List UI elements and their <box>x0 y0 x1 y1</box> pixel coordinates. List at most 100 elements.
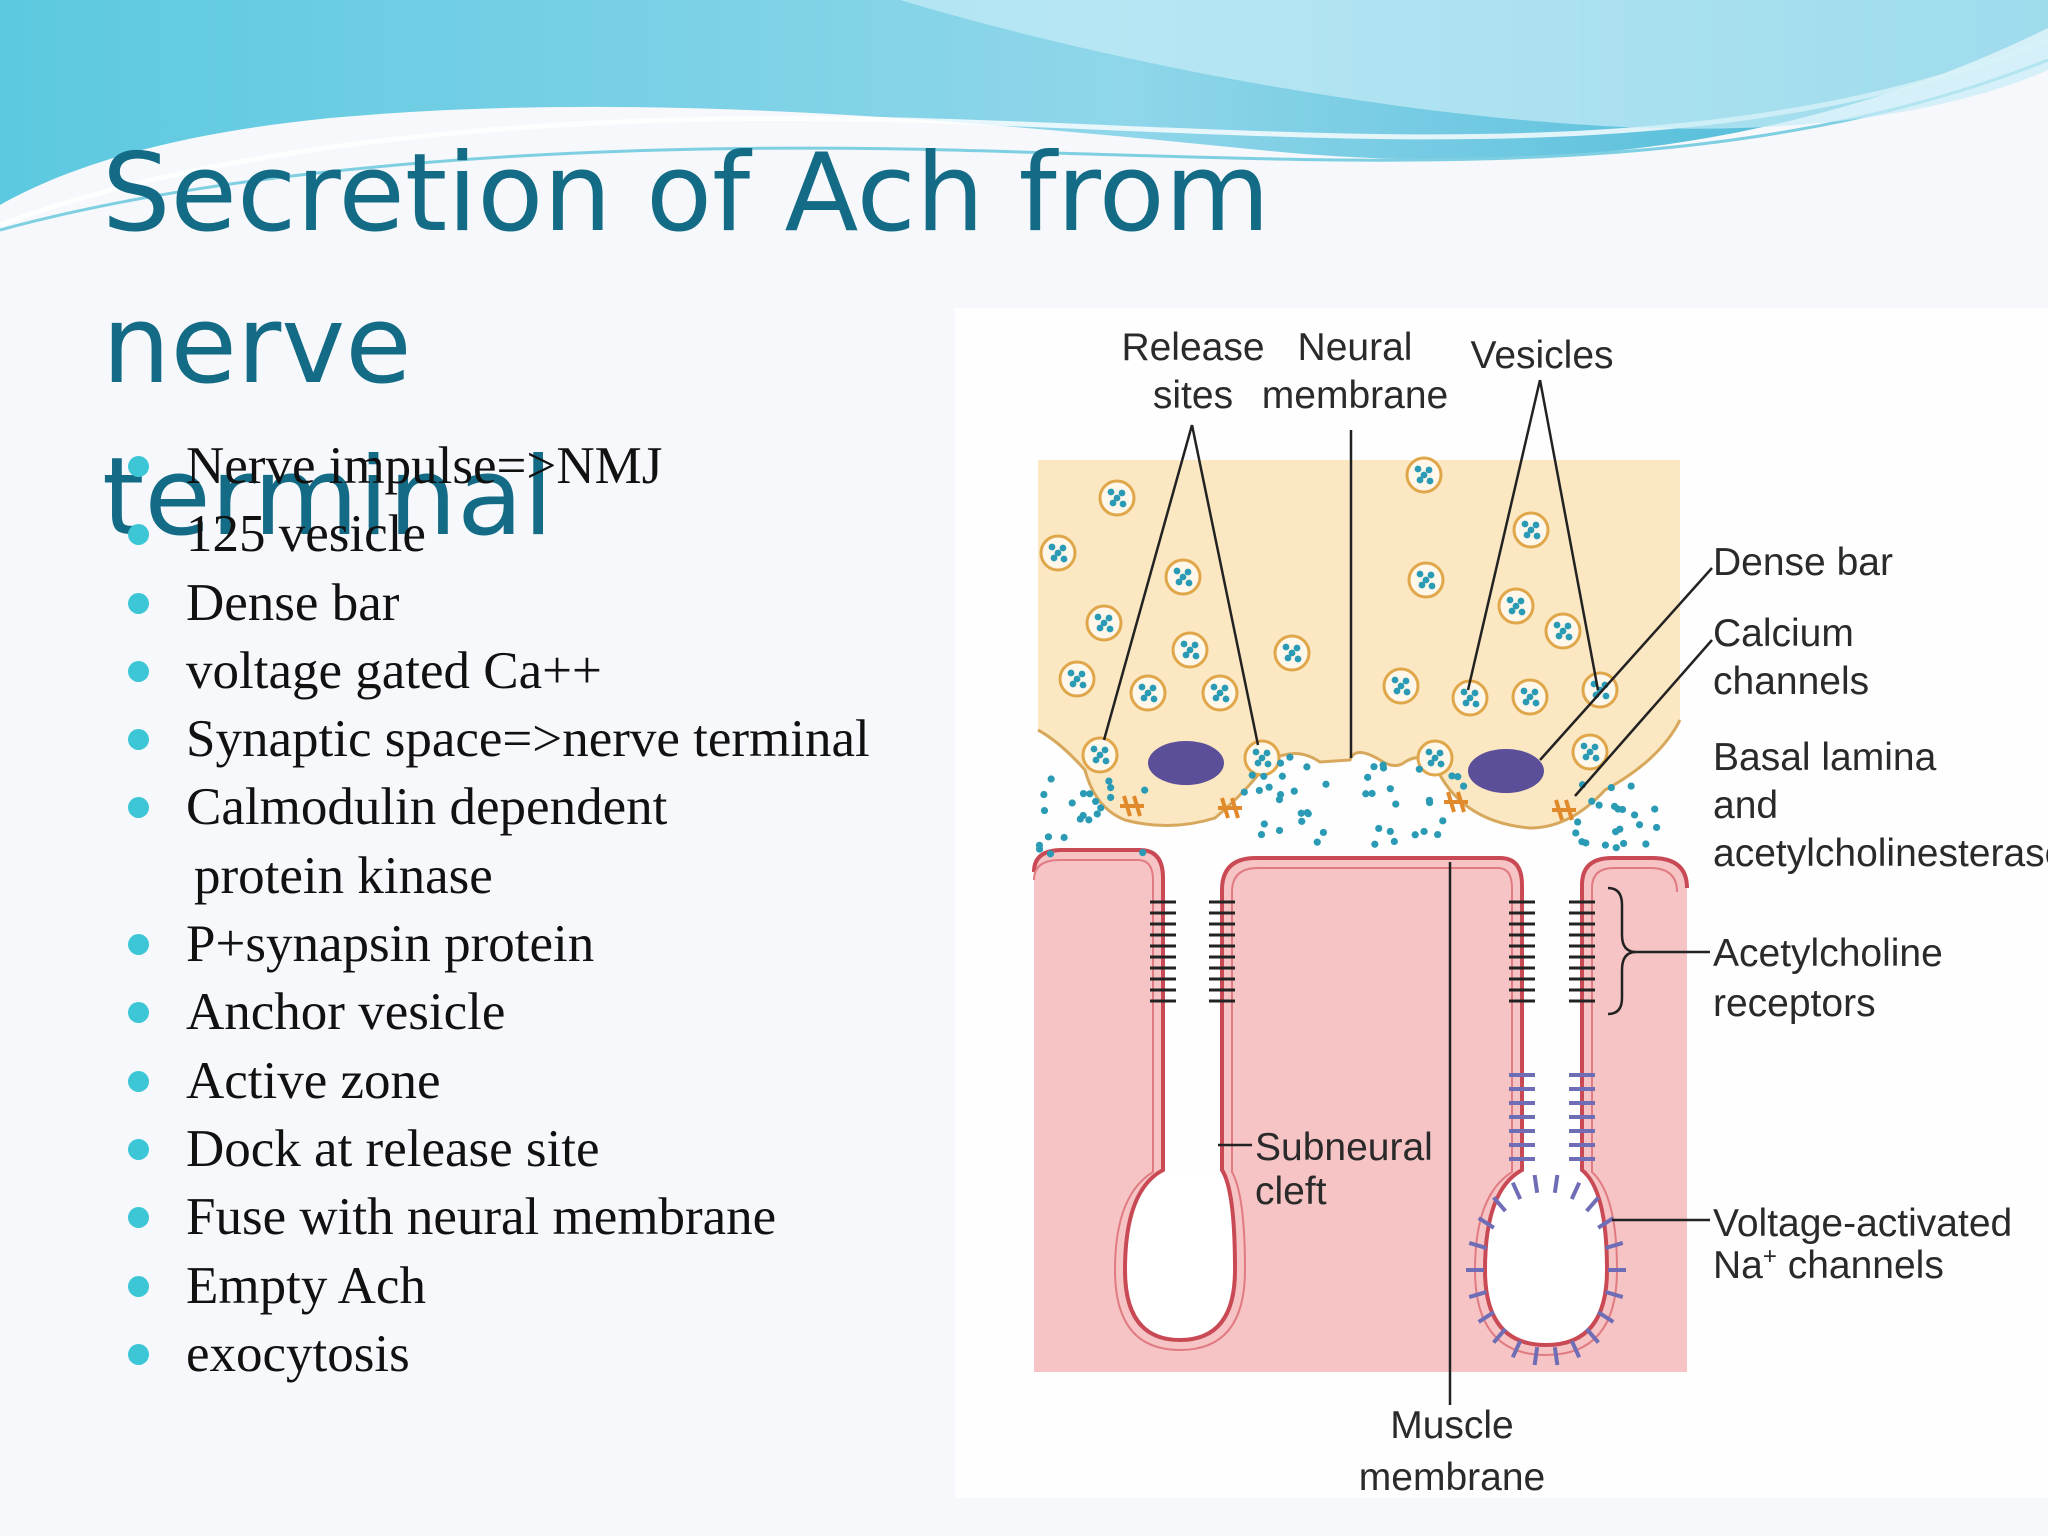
ach-dot <box>1079 790 1088 798</box>
ach-dot <box>1276 790 1285 799</box>
label-muscle-membrane-1: Muscle <box>1390 1404 1514 1447</box>
ach-dot <box>1362 790 1370 798</box>
vesicle <box>1382 667 1420 705</box>
bullet-item: 125 vesicle <box>128 500 958 568</box>
ach-dot <box>1610 802 1619 811</box>
ach-dot <box>1265 783 1273 791</box>
ach-dot <box>1260 772 1268 780</box>
sodium-channels <box>1466 1073 1626 1366</box>
ach-dot <box>1635 821 1644 829</box>
label-release-sites-1: Release <box>1121 326 1264 369</box>
bullet-text: Dock at release site <box>186 1119 600 1178</box>
vesicle <box>1129 674 1167 712</box>
dense-bar-pointer <box>1539 567 1713 761</box>
vesicle <box>1273 634 1311 672</box>
calcium-channels-pointer <box>1574 639 1713 797</box>
na-channel <box>1468 1241 1488 1250</box>
na-channel <box>1510 1181 1523 1200</box>
vesicle <box>1039 534 1077 572</box>
na-channel <box>1477 1216 1495 1230</box>
ach-dot <box>1651 805 1659 813</box>
ach-dot <box>1092 797 1100 806</box>
na-channel <box>1492 1327 1507 1344</box>
ach-dot <box>1035 845 1044 853</box>
na-channel <box>1492 1196 1507 1213</box>
muscle-membrane-outline <box>1032 848 1689 1348</box>
label-neural-membrane-1: Neural <box>1298 326 1413 369</box>
muscle-fiber <box>1034 850 1687 1372</box>
bullet-text: exocytosis <box>186 1324 410 1383</box>
ach-dot <box>1379 761 1387 769</box>
bullet-item: voltage gated Ca++ <box>128 637 958 705</box>
bullet-text: voltage gated Ca++ <box>186 641 602 700</box>
na-channel <box>1468 1290 1488 1299</box>
ach-dot <box>1278 772 1286 780</box>
ach-dot <box>1364 773 1372 781</box>
ach-dot <box>1086 790 1094 798</box>
ach-dot <box>1370 763 1378 771</box>
ach-dot <box>1392 800 1400 808</box>
leader-lines <box>1102 379 1713 1405</box>
ach-dot <box>1040 790 1048 799</box>
bullet-item: Dock at release site <box>128 1115 958 1183</box>
na-channel <box>1604 1241 1624 1250</box>
bullet-text: Empty Ach <box>186 1256 426 1315</box>
ach-dot <box>1297 809 1305 817</box>
ach-dot <box>1642 840 1650 848</box>
ach-dot <box>1044 833 1053 841</box>
synaptic-vesicles <box>1039 456 1619 777</box>
bullet-item: Anchor vesicle <box>128 978 958 1046</box>
ach-dot <box>1574 818 1582 826</box>
bullet-text: Anchor vesicle <box>186 983 506 1042</box>
ach-dot <box>1448 772 1456 780</box>
ach-dot <box>1390 837 1398 846</box>
na-channel <box>1532 1346 1540 1366</box>
ach-dot <box>1454 773 1462 781</box>
na-channel <box>1569 1340 1582 1359</box>
vesicle <box>1081 736 1119 774</box>
ach-dot <box>1255 786 1263 795</box>
acetylcholine-receptors <box>1150 900 1595 1003</box>
vesicle <box>1098 479 1136 517</box>
ach-dot <box>1619 839 1628 848</box>
label-na-channels-2: Na+ channels <box>1713 1243 1944 1287</box>
vesicle <box>1201 674 1239 712</box>
bullet-text: Calmodulin dependent <box>186 778 668 837</box>
ach-dot <box>1107 793 1115 802</box>
ach-dot <box>1076 815 1084 823</box>
ach-dot <box>1420 827 1428 836</box>
release-sites-pointer <box>1102 424 1260 746</box>
calcium-channel <box>1552 799 1576 821</box>
vesicles-pointer <box>1466 379 1600 691</box>
bullet-item: Active zone <box>128 1047 958 1115</box>
ach-dot <box>1290 787 1298 795</box>
ach-dot <box>1322 780 1330 788</box>
ach-dot <box>1139 848 1147 857</box>
bullet-item: P+synapsin protein <box>128 910 958 978</box>
ach-dot <box>1588 797 1596 805</box>
ach-dot <box>1426 798 1434 807</box>
ach-dot <box>1313 838 1321 846</box>
calcium-channel <box>1120 795 1144 817</box>
ach-dot <box>1595 801 1603 809</box>
ach-dot <box>1434 830 1442 839</box>
ach-dot <box>1093 810 1101 818</box>
dense-bar-right <box>1468 749 1544 793</box>
na-channel <box>1585 1196 1600 1213</box>
label-subneural-2: cleft <box>1255 1170 1327 1213</box>
released-ach <box>1035 753 1661 858</box>
ach-dot <box>1276 759 1285 767</box>
ach-dot <box>1375 824 1383 833</box>
ach-dot <box>1303 809 1311 817</box>
ach-dot <box>1060 833 1068 842</box>
bullet-text: Nerve impulse=>NMJ <box>186 437 663 495</box>
ach-dot <box>1240 788 1248 796</box>
ach-dot <box>1612 844 1620 852</box>
slide-title: Secretion of Ach from nerve terminal <box>102 118 1602 574</box>
ach-dot <box>1652 823 1661 832</box>
ach-dot <box>1085 816 1093 824</box>
ach-dot <box>1068 799 1076 807</box>
vesicle <box>1407 561 1445 599</box>
label-basal-1: Basal lamina <box>1713 736 1937 779</box>
